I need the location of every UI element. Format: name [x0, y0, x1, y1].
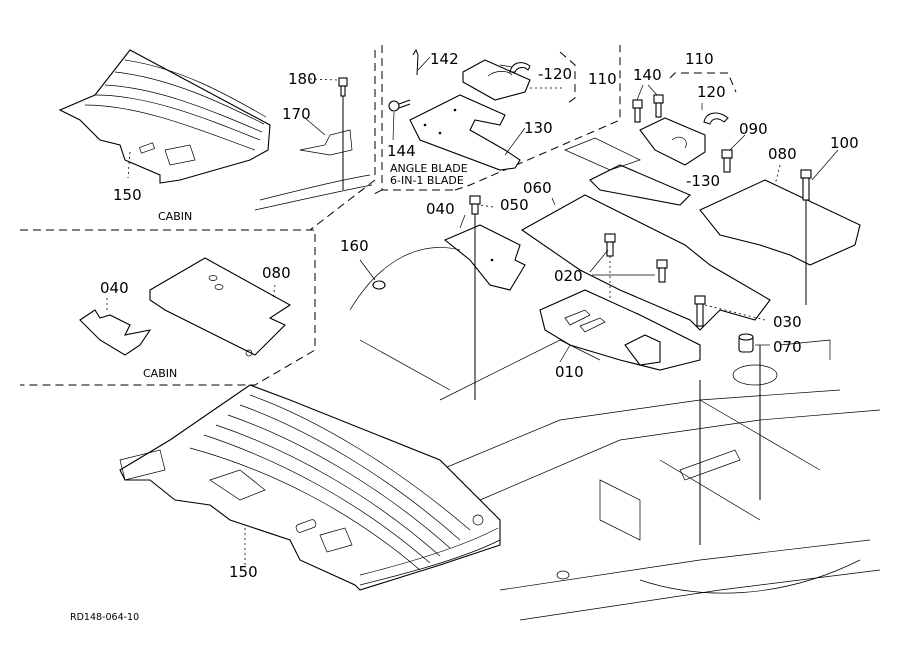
- bolt-144: [388, 99, 411, 112]
- leader-lines: [106, 56, 839, 363]
- bolts-140: [632, 94, 664, 123]
- bolt-050: [469, 195, 481, 400]
- callout-150-main: 150: [229, 563, 258, 581]
- plate-080-cabin: [149, 257, 292, 357]
- note-cabin-bottom: CABIN: [143, 367, 177, 380]
- bolt-100: [800, 169, 812, 305]
- callout-010: 010: [555, 363, 584, 381]
- bolt-180: [338, 77, 348, 97]
- callout-180: 180: [288, 70, 317, 88]
- callout-060: 060: [523, 179, 552, 197]
- collar-070: [738, 333, 754, 353]
- callout-170: 170: [282, 105, 311, 123]
- callout-160: 160: [340, 237, 369, 255]
- drawing-number: RD148-064-10: [70, 612, 139, 623]
- callout-020: 020: [554, 267, 583, 285]
- callout-142: 142: [430, 50, 459, 68]
- callout-120-blade: -120: [538, 65, 572, 83]
- bolt-030: [694, 295, 706, 327]
- bolt-090: [721, 149, 733, 173]
- callout-130-right: -130: [686, 172, 720, 190]
- callout-140: 140: [633, 66, 662, 84]
- plate-130-right: [564, 137, 691, 206]
- plate-040-main: [443, 224, 526, 291]
- note-cabin-top: CABIN: [158, 210, 192, 223]
- plate-130-blade: [409, 94, 521, 171]
- callout-040-cabin: 040: [100, 279, 129, 297]
- notes: CABIN CABIN ANGLE BLADE 6-IN-1 BLADE RD1…: [70, 162, 468, 623]
- plate-060: [520, 194, 771, 331]
- callout-090: 090: [739, 120, 768, 138]
- plate-040-cabin: [79, 309, 152, 356]
- floor-mat-main: [119, 384, 501, 591]
- callout-050: 050: [500, 196, 529, 214]
- callout-110-blade: 110: [588, 70, 617, 88]
- cap-160: [372, 280, 386, 290]
- plate-010: [539, 289, 701, 371]
- pin-142: [412, 48, 419, 76]
- clip-120-blade: [509, 62, 531, 73]
- bolts-020: [604, 233, 668, 320]
- callout-100: 100: [830, 134, 859, 152]
- clip-120-right: [703, 112, 729, 125]
- callout-130-blade: 130: [524, 119, 553, 137]
- callout-labels: 180 170 150 142 144 -120 110 130 140 110…: [100, 50, 859, 581]
- plate-110-blade: [462, 59, 531, 101]
- callout-080: 080: [768, 145, 797, 163]
- callout-070: 070: [773, 338, 802, 356]
- machine-frame: [349, 247, 881, 621]
- inset-blade-boundary: [371, 45, 621, 196]
- callout-150-cabin: 150: [113, 186, 142, 204]
- bracket-110-blade-dashes: [530, 51, 576, 104]
- callout-040: 040: [426, 200, 455, 218]
- callout-144: 144: [387, 142, 416, 160]
- inset-cabin-plates-boundary: [20, 229, 316, 386]
- callout-120-right: 120: [697, 83, 726, 101]
- plate-110-right: [639, 72, 737, 166]
- bracket-170: [254, 95, 373, 211]
- plate-080-main: [699, 179, 861, 266]
- floor-mat-cabin: [58, 49, 271, 184]
- note-6-in-1-blade: 6-IN-1 BLADE: [390, 174, 464, 187]
- note-angle-blade: ANGLE BLADE: [390, 162, 468, 175]
- callout-110-right: 110: [685, 50, 714, 68]
- callout-080-cabin: 080: [262, 264, 291, 282]
- callout-030: 030: [773, 313, 802, 331]
